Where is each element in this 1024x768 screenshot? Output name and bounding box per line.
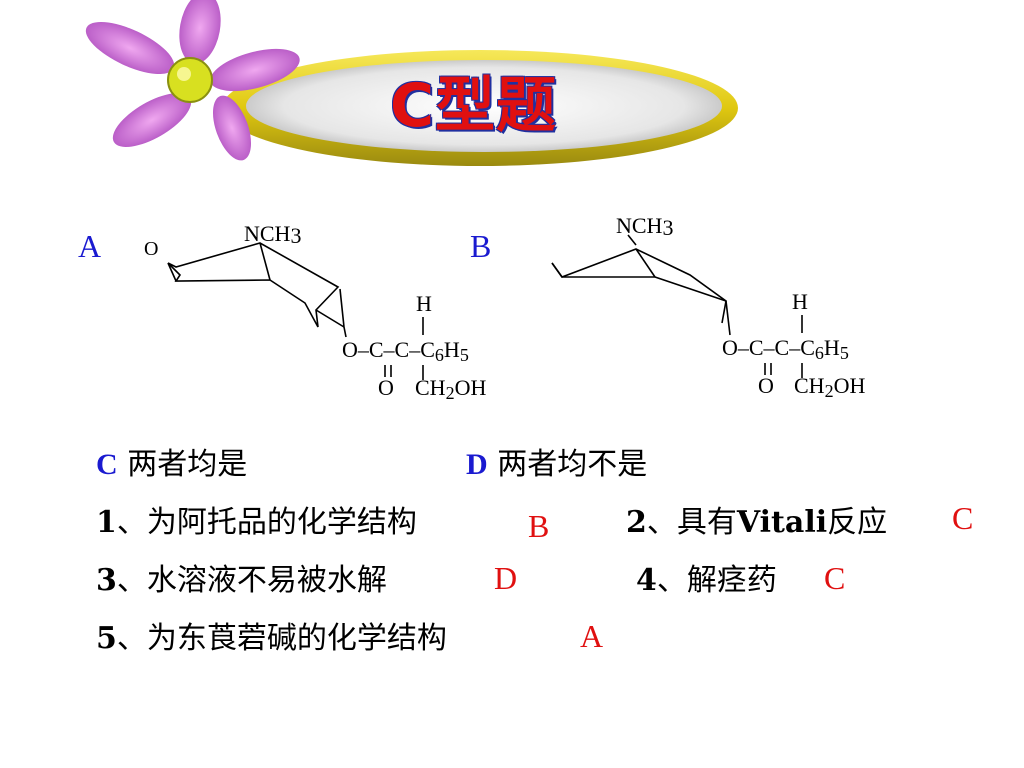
option-d-letter: D (466, 448, 488, 481)
ring-oxygen-atom: O (144, 238, 158, 260)
question-2: 2、具有Vitali反应 (626, 505, 888, 540)
page-title: C型题 (390, 71, 558, 141)
alpha-hydrogen: H (416, 291, 432, 316)
question-4: 4、解痉药 (636, 563, 777, 598)
n-methyl-group: NCH3 (244, 221, 301, 248)
flower-ring-decoration (85, 0, 738, 166)
structure-a-label: A (78, 228, 102, 264)
option-d: D 两者均不是 (466, 450, 647, 480)
option-c: C 两者均是 (96, 450, 247, 480)
ester-chain-b: O–C–C–C6H5 (722, 335, 849, 363)
carbonyl-oxygen: O (378, 375, 394, 400)
hydroxymethyl-group-b: CH2OH (794, 373, 865, 401)
answer-5: A (580, 618, 604, 654)
n-methyl-group-b: NCH3 (616, 213, 673, 240)
carbonyl-oxygen-b: O (758, 373, 774, 398)
structure-b-label: B (470, 228, 492, 264)
question-3: 3、水溶液不易被水解 (96, 563, 387, 598)
question-1: 1、为阿托品的化学结构 (96, 505, 417, 540)
alpha-hydrogen-b: H (792, 289, 808, 314)
ester-chain: O–C–C–C6H5 (342, 337, 469, 365)
option-c-text: 两者均是 (127, 447, 248, 482)
hydroxymethyl-group: CH2OH (415, 375, 486, 403)
question-5: 5、为东莨菪碱的化学结构 (96, 621, 447, 656)
answer-1: B (528, 508, 550, 544)
answer-2: C (952, 500, 974, 536)
option-d-text: 两者均不是 (497, 447, 648, 482)
answer-4: C (824, 560, 846, 596)
structure-a-diagram: O NCH3 H O–C–C–C6H5 O CH2OH (144, 221, 486, 403)
answer-3: D (494, 560, 518, 596)
option-c-letter: C (96, 448, 118, 481)
structure-b-diagram: NCH3 H O–C–C–C6H5 O CH2OH (551, 213, 865, 401)
flower-icon (85, 0, 300, 161)
banner: C型题 (60, 0, 750, 180)
